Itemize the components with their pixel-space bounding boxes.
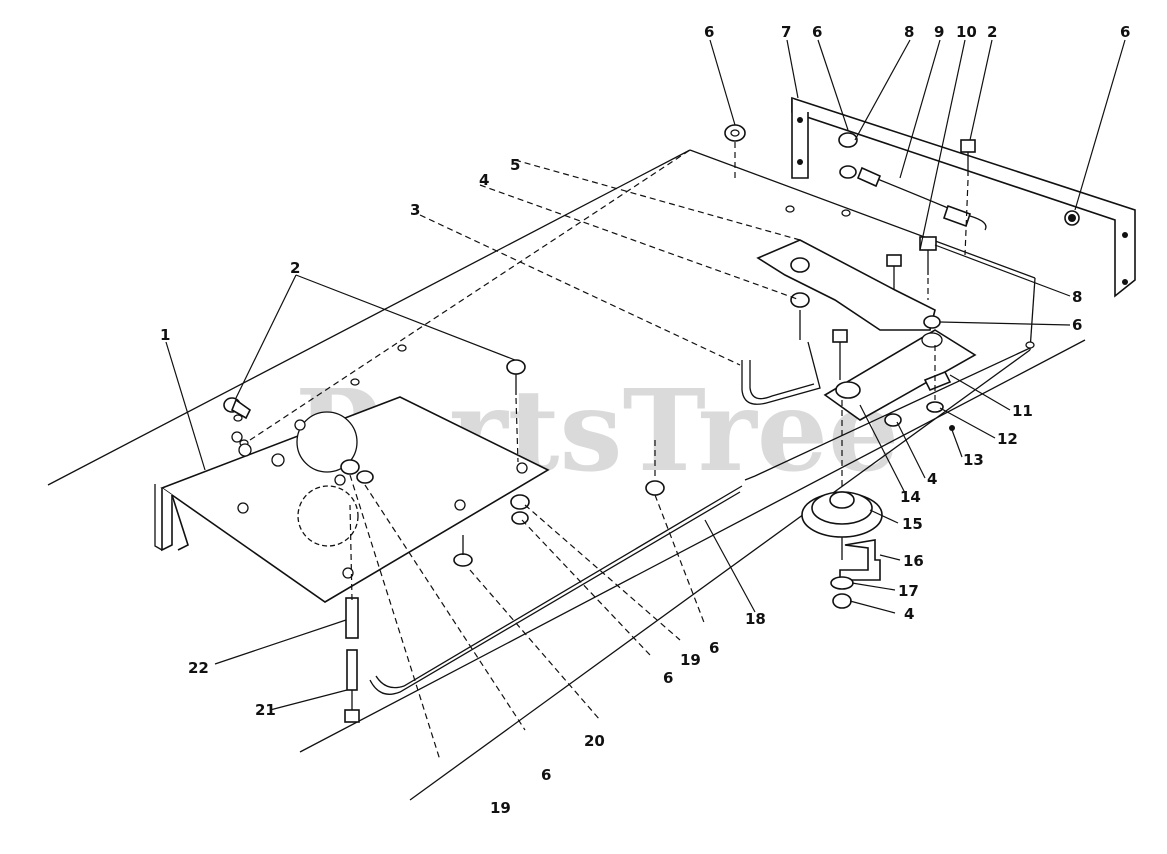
callout-10: 10 <box>956 23 977 41</box>
callout-labels: 6 7 6 8 9 10 2 6 5 4 3 2 1 8 6 11 12 13 … <box>160 23 1130 817</box>
rear-bracket <box>791 96 1136 298</box>
callout-5: 5 <box>510 156 520 174</box>
callout-4: 4 <box>904 605 914 623</box>
callout-19: 19 <box>490 799 511 817</box>
callout-6: 6 <box>709 639 719 657</box>
callout-3: 3 <box>410 201 420 219</box>
callout-6: 6 <box>541 766 551 784</box>
callout-1: 1 <box>160 326 170 344</box>
callout-6: 6 <box>1072 316 1082 334</box>
callout-6: 6 <box>704 23 714 41</box>
callout-4: 4 <box>479 171 489 189</box>
callout-4: 4 <box>927 470 937 488</box>
callout-17: 17 <box>898 582 919 600</box>
hardware <box>223 124 1031 761</box>
callout-6: 6 <box>1120 23 1130 41</box>
callout-12: 12 <box>997 430 1018 448</box>
deck-frame <box>47 149 1086 801</box>
callout-16: 16 <box>903 552 924 570</box>
callout-13: 13 <box>963 451 984 469</box>
callout-6: 6 <box>663 669 673 687</box>
callout-14: 14 <box>900 488 921 506</box>
callout-15: 15 <box>902 515 923 533</box>
callout-19: 19 <box>680 651 701 669</box>
callout-2: 2 <box>987 23 997 41</box>
callout-18: 18 <box>745 610 766 628</box>
callout-20: 20 <box>584 732 605 750</box>
callout-9: 9 <box>934 23 944 41</box>
mounting-plate <box>154 396 550 603</box>
callout-8: 8 <box>1072 288 1082 306</box>
callout-2: 2 <box>290 259 300 277</box>
callout-21: 21 <box>255 701 276 719</box>
callout-22: 22 <box>188 659 209 677</box>
callout-6: 6 <box>812 23 822 41</box>
callout-7: 7 <box>781 23 791 41</box>
callout-8: 8 <box>904 23 914 41</box>
callout-11: 11 <box>1012 402 1033 420</box>
leader-lines <box>165 39 1126 711</box>
